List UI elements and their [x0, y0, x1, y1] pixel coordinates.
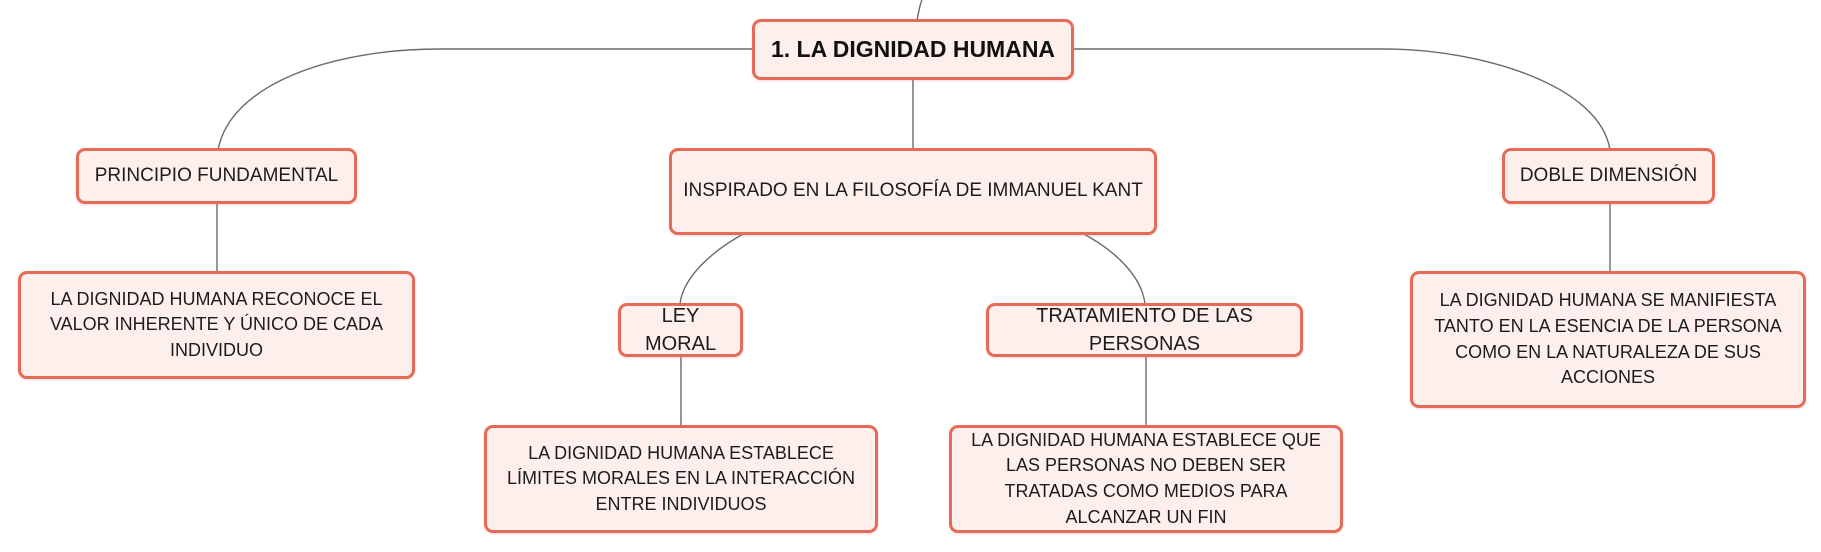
root-label: 1. LA DIGNIDAD HUMANA [770, 36, 1056, 63]
connector-to-parent [916, 0, 923, 21]
principio-node[interactable]: PRINCIPIO FUNDAMENTAL [76, 148, 357, 204]
tratamiento-label: TRATAMIENTO DE LAS PERSONAS [1036, 304, 1253, 355]
kant-node[interactable]: INSPIRADO EN LA FILOSOFÍA DE IMMANUEL KA… [669, 148, 1157, 235]
connector-kant-tratamiento [1081, 232, 1146, 305]
leymoral-label: LEY MORAL [644, 304, 717, 355]
doble-detail-node[interactable]: LA DIGNIDAD HUMANA SE MANIFIESTA TANTO E… [1410, 271, 1806, 408]
leymoral-detail-text: LA DIGNIDAD HUMANA ESTABLECE LÍMITES MOR… [506, 442, 856, 514]
tratamiento-node[interactable]: TRATAMIENTO DE LAS PERSONAS [986, 303, 1303, 357]
principio-detail-text: LA DIGNIDAD HUMANA RECONOCE EL VALOR INH… [49, 288, 384, 360]
principio-label: PRINCIPIO FUNDAMENTAL [94, 164, 339, 186]
leymoral-detail-node[interactable]: LA DIGNIDAD HUMANA ESTABLECE LÍMITES MOR… [484, 425, 878, 533]
doble-node[interactable]: DOBLE DIMENSIÓN [1502, 148, 1715, 204]
doble-label: DOBLE DIMENSIÓN [1519, 164, 1698, 186]
kant-label: INSPIRADO EN LA FILOSOFÍA DE IMMANUEL KA… [683, 180, 1143, 202]
leymoral-node[interactable]: LEY MORAL [618, 303, 743, 357]
doble-detail-text: LA DIGNIDAD HUMANA SE MANIFIESTA TANTO E… [1434, 290, 1782, 388]
principio-detail-node[interactable]: LA DIGNIDAD HUMANA RECONOCE EL VALOR INH… [18, 271, 415, 379]
tratamiento-detail-node[interactable]: LA DIGNIDAD HUMANA ESTABLECE QUE LAS PER… [949, 425, 1343, 533]
tratamiento-detail-text: LA DIGNIDAD HUMANA ESTABLECE QUE LAS PER… [971, 429, 1321, 527]
root-node[interactable]: 1. LA DIGNIDAD HUMANA [752, 19, 1074, 80]
connector-root-principio [217, 48, 755, 151]
connector-root-doble [1072, 48, 1611, 151]
connector-kant-leymoral [679, 232, 746, 305]
